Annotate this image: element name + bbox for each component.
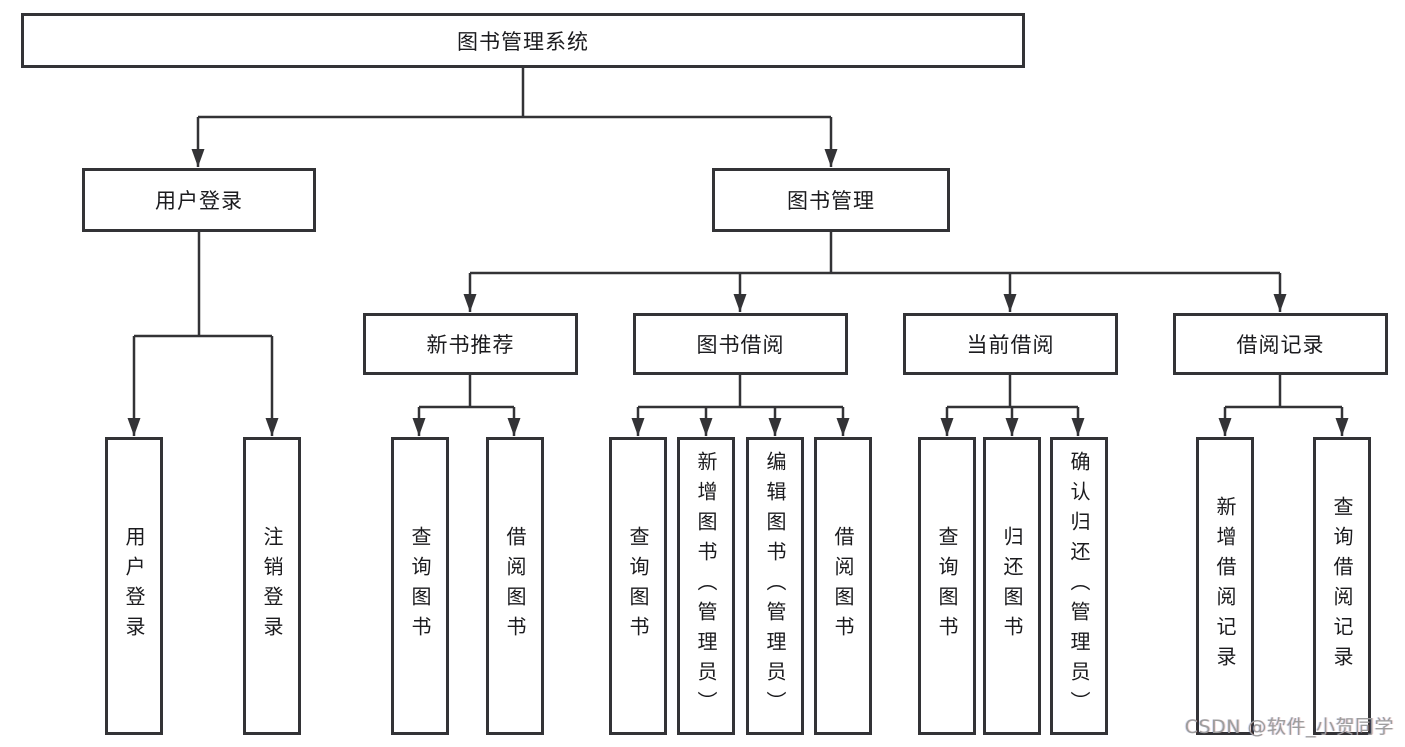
node-new-book-recommend: 新书推荐 [363, 313, 578, 375]
leaf-confirm-return-admin: 确认归还（管理员） [1050, 437, 1108, 735]
leaf-query-books-recommend: 查询图书 [391, 437, 449, 735]
leaf-user-login: 用户登录 [105, 437, 163, 735]
leaf-edit-book-admin: 编辑图书（管理员） [746, 437, 804, 735]
node-user-login: 用户登录 [82, 168, 316, 232]
node-current-borrow: 当前借阅 [903, 313, 1118, 375]
leaf-borrow-books: 借阅图书 [814, 437, 872, 735]
leaf-query-borrow-record: 查询借阅记录 [1313, 437, 1371, 735]
leaf-add-borrow-record: 新增借阅记录 [1196, 437, 1254, 735]
leaf-add-book-admin: 新增图书（管理员） [677, 437, 735, 735]
watermark: CSDN @软件_小贺同学 [1184, 716, 1394, 738]
leaf-query-books-current: 查询图书 [918, 437, 976, 735]
node-book-management: 图书管理 [712, 168, 950, 232]
node-borrow-records: 借阅记录 [1173, 313, 1388, 375]
leaf-logout: 注销登录 [243, 437, 301, 735]
leaf-return-book: 归还图书 [983, 437, 1041, 735]
leaf-query-books-borrow: 查询图书 [609, 437, 667, 735]
leaf-borrow-books-recommend: 借阅图书 [486, 437, 544, 735]
node-root: 图书管理系统 [21, 13, 1025, 68]
node-book-borrow: 图书借阅 [633, 313, 848, 375]
